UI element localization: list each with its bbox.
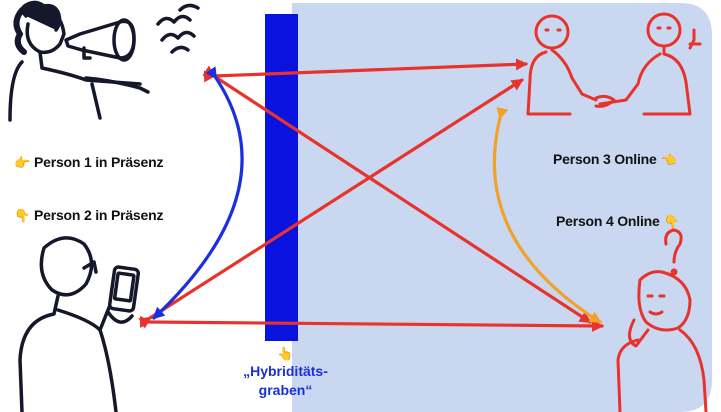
person1-text: Person 1 in Präsenz bbox=[34, 154, 164, 170]
graben-line-1: „Hybriditäts- bbox=[243, 363, 328, 379]
person4-label: Person 4 Online 👇 bbox=[556, 213, 680, 229]
pointing-left-hand-icon: 👈 bbox=[660, 151, 677, 167]
person4-text: Person 4 Online bbox=[556, 213, 660, 229]
person2-label: 👇 Person 2 in Präsenz bbox=[14, 207, 163, 223]
pointing-right-hand-icon: 👉 bbox=[14, 154, 30, 170]
pointing-up-hand-icon: 👆 bbox=[277, 346, 294, 361]
arrow-p2-p4 bbox=[139, 315, 604, 332]
hybrid-gap-label: 👆 „Hybriditäts- graben“ bbox=[228, 347, 343, 400]
pointing-down-hand-icon: 👇 bbox=[14, 207, 30, 223]
graben-line-2: graben“ bbox=[258, 382, 313, 398]
person4-figure bbox=[616, 228, 708, 412]
hybrid-gap-barrier bbox=[265, 14, 298, 341]
person3-text: Person 3 Online bbox=[553, 151, 657, 167]
arrow-p3-p4 bbox=[492, 106, 602, 324]
pointing-down-hand-icon: 👇 bbox=[663, 213, 680, 229]
person1-figure bbox=[8, 0, 200, 122]
person3-label: Person 3 Online 👈 bbox=[553, 151, 677, 167]
person2-figure bbox=[18, 236, 141, 412]
person2-text: Person 2 in Präsenz bbox=[34, 207, 164, 223]
arrow-p1-p2 bbox=[152, 66, 244, 320]
communication-arrows bbox=[138, 58, 604, 332]
person1-label: 👉 Person 1 in Präsenz bbox=[14, 154, 163, 170]
